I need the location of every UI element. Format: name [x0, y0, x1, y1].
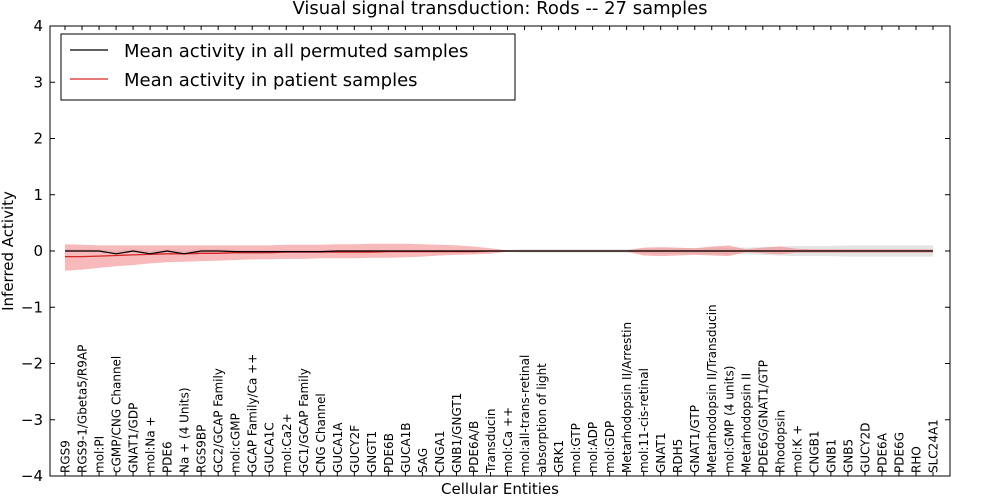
x-tick-label: cGMP/CNG Channel [110, 356, 124, 473]
legend-label-permuted: Mean activity in all permuted samples [124, 41, 468, 62]
x-tick-label: mol:Na + [144, 416, 158, 473]
x-tick-label: RGS9BP [195, 425, 209, 473]
x-tick-label: Transducin [484, 409, 498, 474]
x-tick-label: GNAT1/GDP [127, 403, 141, 473]
y-tick-label: 0 [33, 242, 43, 260]
x-tick-label: GC1/GCAP Family [297, 368, 311, 473]
x-tick-label: mol:cGMP [229, 413, 243, 473]
y-tick-label: 4 [33, 17, 43, 35]
x-tick-label: GNAT1/GTP [688, 405, 702, 473]
x-tick-label: Metarhodopsin II/Transducin [705, 304, 719, 473]
x-tick-label: GUCY2F [348, 425, 362, 473]
y-tick-label: 3 [33, 73, 43, 91]
x-tick-label: Rhodopsin [773, 410, 787, 473]
x-tick-label: mol:Ca ++ [501, 407, 515, 473]
x-tick-label: PDE6G [893, 432, 907, 473]
x-tick-label: GRK1 [552, 440, 566, 473]
x-tick-label: RGS9 [59, 440, 73, 473]
legend: Mean activity in all permuted samples Me… [60, 33, 516, 101]
x-tick-label: GNAT1 [654, 432, 668, 473]
x-tick-label: mol:GMP (4 units) [722, 366, 736, 473]
x-tick-label: mol:PI [93, 436, 107, 473]
x-tick-label: RGS9-1/Gbeta5/R9AP [76, 345, 90, 473]
x-tick-label: PDE6 [161, 441, 175, 473]
y-tick-label: −3 [21, 411, 43, 429]
x-tick-label: RDH5 [671, 439, 685, 473]
x-tick-label: mol:Ca2+ [280, 413, 294, 473]
x-tick-label: GNGT1 [365, 431, 379, 473]
x-tick-label: CNGB1 [807, 430, 821, 473]
legend-frame [60, 33, 516, 101]
x-tick-label: PDE6A [875, 432, 889, 473]
x-tick-label: GCAP Family/Ca ++ [246, 354, 260, 473]
series-lines [65, 250, 933, 258]
x-tick-label: mol:K + [790, 425, 804, 473]
x-tick-label: GNB1 [824, 439, 838, 473]
x-tick-label: PDE6B [382, 433, 396, 473]
x-tick-label: mol:all-trans-retinal [518, 355, 532, 473]
x-tick-label: PDE6A/B [467, 421, 481, 473]
x-tick-label: GUCA1A [331, 422, 345, 473]
x-tick-label: mol:ADP [586, 422, 600, 473]
series-line-permuted [65, 250, 933, 255]
y-tick-label: −2 [21, 355, 43, 373]
y-tick-label: −4 [21, 467, 43, 485]
x-tick-label: absorption of light [535, 363, 549, 473]
y-tick-label: 2 [33, 130, 43, 148]
x-tick-label: PDE6G/GNAT1/GTP [756, 360, 770, 473]
y-tick-label: −1 [21, 298, 43, 316]
x-tick-label: mol:GDP [603, 421, 617, 473]
legend-label-patient: Mean activity in patient samples [124, 70, 418, 91]
x-axis-label: Cellular Entities [441, 480, 559, 498]
x-tick-label: GUCA1C [263, 422, 277, 473]
y-axis: 4 3 2 1 0 −1 −2 −3 −4 [21, 17, 950, 485]
x-tick-label: CNGA1 [433, 431, 447, 474]
x-tick-label: Na + (4 Units) [178, 387, 192, 473]
x-tick-label: Metarhodopsin II/Arrestin [620, 322, 634, 473]
x-tick-label: CNG Channel [314, 393, 328, 473]
x-tick-label: SAG [416, 448, 430, 473]
x-tick-label: GUCA1B [399, 422, 413, 473]
x-tick-label: GNB5 [841, 439, 855, 473]
x-tick-label: mol:GTP [569, 423, 583, 473]
x-tick-label: GC2/GCAP Family [212, 368, 226, 473]
x-tick-label: GNB1/GNGT1 [450, 393, 464, 473]
x-tick-label: mol:11-cis-retinal [637, 368, 651, 473]
x-tick-label: GUCY2D [858, 423, 872, 473]
y-tick-label: 1 [33, 186, 43, 204]
chart-title: Visual signal transduction: Rods -- 27 s… [292, 0, 707, 19]
x-tick-label: Metarhodopsin II [739, 373, 753, 473]
x-tick-label: RHO [910, 446, 924, 473]
x-tick-label: SLC24A1 [927, 419, 941, 473]
y-axis-label: Inferred Activity [0, 191, 17, 311]
